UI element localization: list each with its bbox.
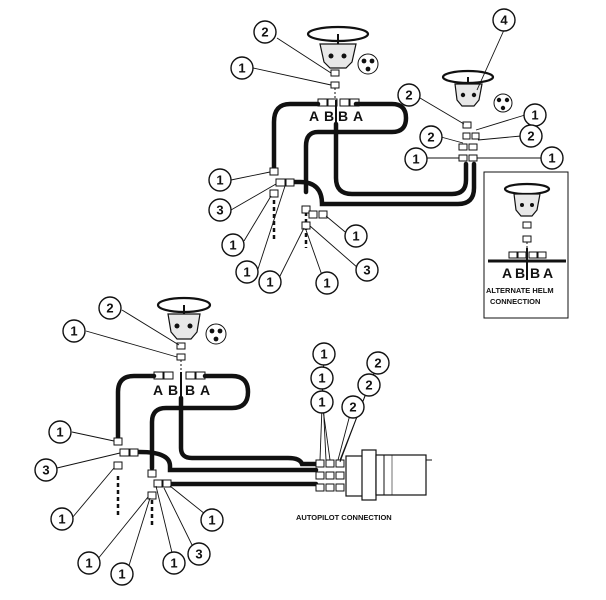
port-labels-top: A B B A xyxy=(309,100,363,124)
svg-text:2: 2 xyxy=(349,400,356,415)
callout-bubble: 1 xyxy=(404,147,428,171)
svg-text:1: 1 xyxy=(323,276,330,291)
alternate-helm-caption: ALTERNATE HELM xyxy=(486,286,554,295)
svg-text:1: 1 xyxy=(352,229,359,244)
callout-bubble: 1 xyxy=(258,270,282,294)
port-letter: B xyxy=(185,382,195,398)
port-letter: A xyxy=(309,108,319,124)
svg-text:2: 2 xyxy=(261,25,268,40)
port-letter: B xyxy=(168,382,178,398)
callout-bubble: 1 xyxy=(523,103,547,127)
callout-bubble: 2 xyxy=(357,373,381,397)
hydraulic-lines-bottom xyxy=(115,373,319,528)
port-letter: A xyxy=(200,382,210,398)
port-letter: B xyxy=(515,265,525,281)
svg-text:1: 1 xyxy=(318,371,325,386)
callout-bubble: 1 xyxy=(48,420,72,444)
alternate-helm-connection-box: A B B A ALTERNATE HELM CONNECTION xyxy=(483,171,569,319)
svg-text:1: 1 xyxy=(412,152,419,167)
svg-text:2: 2 xyxy=(405,88,412,103)
callout-bubble: 1 xyxy=(344,224,368,248)
svg-text:1: 1 xyxy=(208,513,215,528)
svg-text:1: 1 xyxy=(58,512,65,527)
callout-bubble: 1 xyxy=(200,508,224,532)
svg-text:1: 1 xyxy=(170,556,177,571)
callout-bubble: 2 xyxy=(519,124,543,148)
port-letter: A xyxy=(153,382,163,398)
callouts-bottom: 2 1 1 3 1 1 1 1 3 1 1 1 1 2 2 2 xyxy=(34,296,390,586)
fittings-left-bottom xyxy=(113,437,172,500)
callout-bubble: 2 xyxy=(98,296,122,320)
svg-text:1: 1 xyxy=(216,173,223,188)
svg-text:1: 1 xyxy=(70,324,77,339)
callout-bubble: 4 xyxy=(492,8,516,32)
svg-text:1: 1 xyxy=(56,425,63,440)
svg-text:1: 1 xyxy=(320,347,327,362)
callout-bubble: 1 xyxy=(540,146,564,170)
autopilot-caption: AUTOPILOT CONNECTION xyxy=(296,513,392,522)
port-letter: B xyxy=(324,108,334,124)
callout-bubble: 3 xyxy=(355,258,379,282)
svg-text:1: 1 xyxy=(531,108,538,123)
autopilot-pump xyxy=(315,449,432,501)
svg-text:3: 3 xyxy=(42,463,49,478)
callout-bubble: 1 xyxy=(230,56,254,80)
callout-bubble: 2 xyxy=(366,351,390,375)
svg-text:3: 3 xyxy=(195,547,202,562)
port-letter: A xyxy=(502,265,512,281)
callout-bubble: 1 xyxy=(110,562,134,586)
svg-text:2: 2 xyxy=(427,130,434,145)
callout-bubble: 1 xyxy=(50,507,74,531)
svg-text:1: 1 xyxy=(229,238,236,253)
callout-bubble: 1 xyxy=(310,390,334,414)
svg-text:1: 1 xyxy=(85,556,92,571)
svg-text:3: 3 xyxy=(363,263,370,278)
svg-text:4: 4 xyxy=(500,13,508,28)
svg-text:1: 1 xyxy=(548,151,555,166)
svg-text:1: 1 xyxy=(243,265,250,280)
callout-bubble: 2 xyxy=(397,83,421,107)
callout-bubble: 1 xyxy=(310,366,334,390)
leader-lines xyxy=(56,29,541,573)
svg-text:1: 1 xyxy=(118,567,125,582)
port-letter: A xyxy=(543,265,553,281)
second-helm-top xyxy=(441,69,513,162)
callout-bubble: 3 xyxy=(187,542,211,566)
callout-bubble: 1 xyxy=(312,342,336,366)
main-helm-bottom xyxy=(153,296,227,380)
callout-bubble: 2 xyxy=(341,395,365,419)
svg-text:2: 2 xyxy=(365,378,372,393)
callout-bubble: 1 xyxy=(208,168,232,192)
alternate-helm-caption: CONNECTION xyxy=(490,297,540,306)
main-helm-top xyxy=(306,25,379,107)
port-labels-bottom: A B B A xyxy=(153,372,210,398)
callout-bubble: 2 xyxy=(253,20,277,44)
callout-bubble: 2 xyxy=(419,125,443,149)
callout-bubble: 1 xyxy=(315,271,339,295)
port-letter: B xyxy=(338,108,348,124)
svg-text:1: 1 xyxy=(266,275,273,290)
svg-text:1: 1 xyxy=(238,61,245,76)
callout-bubble: 1 xyxy=(221,233,245,257)
callout-bubble: 1 xyxy=(162,551,186,575)
svg-text:3: 3 xyxy=(216,203,223,218)
port-letter: A xyxy=(353,108,363,124)
svg-text:1: 1 xyxy=(318,395,325,410)
callout-bubble: 1 xyxy=(235,260,259,284)
svg-text:2: 2 xyxy=(106,301,113,316)
callouts-top: 2 1 4 2 1 2 2 1 1 1 3 1 1 1 1 3 1 xyxy=(208,8,564,295)
fittings-left-top xyxy=(269,167,328,230)
callout-bubble: 1 xyxy=(62,319,86,343)
svg-text:2: 2 xyxy=(527,129,534,144)
port-letter: B xyxy=(530,265,540,281)
callout-bubble: 3 xyxy=(34,458,58,482)
callout-bubble: 1 xyxy=(77,551,101,575)
svg-text:2: 2 xyxy=(374,356,381,371)
callout-bubble: 3 xyxy=(208,198,232,222)
